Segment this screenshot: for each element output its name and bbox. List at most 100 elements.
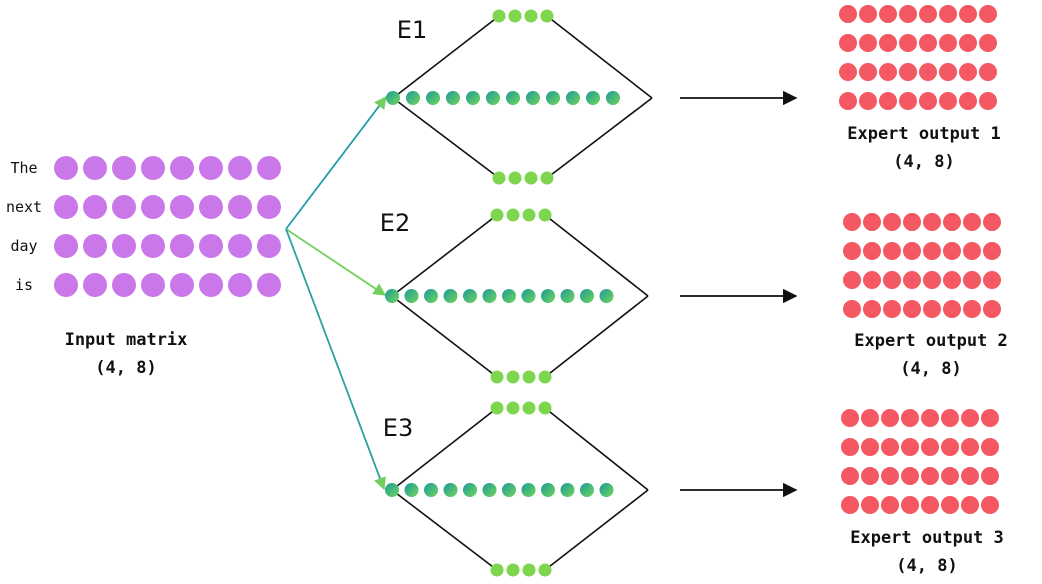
expert-outer-node: [538, 370, 552, 384]
input-dot: [83, 273, 107, 297]
expert-1: E1: [386, 9, 798, 185]
output-dot: [881, 467, 899, 485]
output-dot: [923, 242, 941, 260]
output-dot: [903, 242, 921, 260]
input-dot: [54, 273, 78, 297]
input-dot: [141, 273, 165, 297]
output-dot: [899, 5, 917, 23]
expert-label: E1: [397, 16, 427, 44]
expert-outer-node: [538, 563, 552, 577]
output-dot: [859, 92, 877, 110]
output-dot: [923, 213, 941, 231]
input-dot: [228, 234, 252, 258]
expert-hidden-node: [443, 289, 458, 303]
output-dot: [919, 63, 937, 81]
output-dot: [943, 242, 961, 260]
expert-hidden-node: [541, 289, 555, 303]
output-dot: [963, 300, 981, 318]
expert-outer-node: [522, 370, 536, 384]
expert-connection-line: [391, 295, 498, 378]
expert-label: E3: [383, 414, 413, 442]
output-dot: [883, 213, 901, 231]
output-dot: [923, 300, 941, 318]
expert-outer-node: [490, 208, 504, 222]
input-token-label: day: [10, 237, 37, 255]
expert-outer-node: [538, 401, 552, 415]
expert-output-1: Expert output 1 (4, 8): [839, 5, 1001, 172]
output-dot: [879, 92, 897, 110]
expert-output-shape: (4, 8): [893, 152, 954, 172]
output-dot: [939, 92, 957, 110]
input-dot: [112, 156, 136, 180]
expert-output-title: Expert output 1: [847, 124, 1001, 144]
output-dot: [983, 271, 1001, 289]
output-dot: [883, 300, 901, 318]
input-dot: [170, 156, 194, 180]
output-dot: [859, 34, 877, 52]
output-dot: [899, 92, 917, 110]
output-dot: [941, 438, 959, 456]
output-dot: [879, 5, 897, 23]
expert-outputs: Expert output 1(4, 8)Expert output 2(4, …: [839, 5, 1008, 576]
expert-hidden-node: [560, 289, 575, 303]
output-dot: [843, 242, 861, 260]
output-dot: [863, 271, 881, 289]
input-dot: [83, 234, 107, 258]
output-dot: [963, 271, 981, 289]
input-dot: [112, 234, 136, 258]
expert-outer-node: [524, 9, 538, 23]
input-dot: [170, 234, 194, 258]
output-dot: [863, 213, 881, 231]
output-dot: [881, 496, 899, 514]
output-dot: [979, 5, 997, 23]
output-dot: [841, 409, 859, 427]
expert-outer-node: [506, 401, 520, 415]
expert-output-shape: (4, 8): [896, 556, 957, 576]
expert-outer-node: [506, 208, 520, 222]
input-dot: [141, 156, 165, 180]
expert-hidden-node: [443, 483, 458, 497]
expert-hidden-node: [424, 483, 438, 497]
expert-hidden-node: [406, 91, 420, 105]
expert-hidden-node: [546, 91, 560, 105]
input-dot: [199, 156, 223, 180]
output-dot: [921, 409, 939, 427]
input-dot: [228, 195, 252, 219]
output-dot: [903, 271, 921, 289]
output-dot: [903, 213, 921, 231]
input-dot: [170, 273, 194, 297]
output-dot: [921, 438, 939, 456]
output-dot: [983, 242, 1001, 260]
output-dot: [881, 438, 899, 456]
output-dot: [861, 467, 879, 485]
output-dot: [919, 5, 937, 23]
output-dot: [879, 34, 897, 52]
expert-hidden-node: [599, 483, 614, 497]
expert-connection-line: [391, 489, 498, 571]
output-dot: [879, 63, 897, 81]
output-dot: [841, 467, 859, 485]
expert-outer-node: [506, 370, 520, 384]
input-dot: [257, 195, 281, 219]
expert-hidden-node: [502, 483, 516, 497]
input-dot: [199, 234, 223, 258]
expert-2: E2: [380, 208, 798, 384]
output-dot: [961, 467, 979, 485]
expert-hidden-node: [482, 483, 497, 497]
input-dot: [228, 156, 252, 180]
expert-hidden-node: [385, 483, 399, 497]
output-dot: [901, 409, 919, 427]
expert-hidden-node: [482, 289, 497, 303]
output-dot: [841, 496, 859, 514]
output-dot: [899, 34, 917, 52]
expert-connection-line: [546, 15, 653, 99]
output-dot: [941, 409, 959, 427]
expert-outer-node: [522, 563, 536, 577]
output-dot: [963, 213, 981, 231]
expert-connection-line: [391, 214, 498, 297]
expert-hidden-node: [526, 91, 540, 105]
output-dot: [843, 300, 861, 318]
